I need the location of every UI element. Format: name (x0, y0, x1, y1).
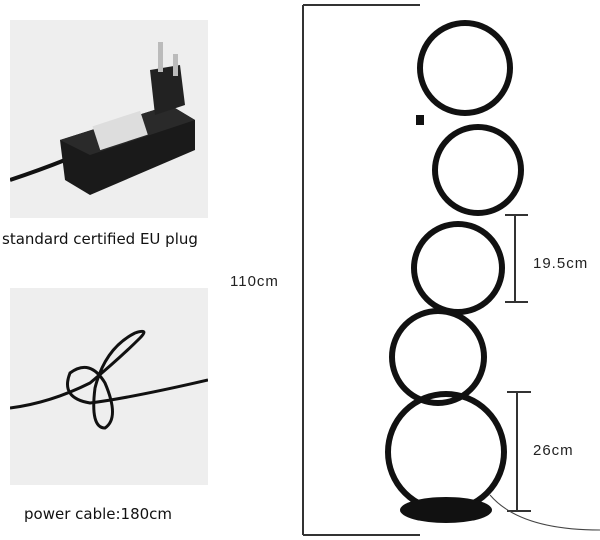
total-height-bracket (302, 4, 420, 536)
lamp-switch-icon (416, 115, 424, 125)
eu-plug-adapter-icon (10, 42, 195, 195)
adapter-caption: standard certified EU plug (2, 230, 198, 248)
bottom-ring-bracket (507, 391, 531, 512)
lamp-ring-1 (417, 20, 513, 116)
cable-caption: power cable:180cm (24, 505, 173, 523)
power-cable-icon (10, 329, 208, 430)
lamp-base (400, 497, 492, 523)
ring-spacing-bracket (505, 214, 528, 303)
bottom-ring-label: 26cm (533, 442, 574, 459)
lamp-ring-3 (411, 221, 505, 315)
lamp-cord (489, 494, 600, 531)
cable-photo (10, 288, 208, 485)
lamp-ring-4 (389, 308, 487, 406)
ring-spacing-label: 19.5cm (533, 255, 589, 272)
lamp-ring-2 (432, 124, 524, 216)
total-height-label: 110cm (230, 273, 279, 290)
adapter-photo (10, 20, 208, 218)
lamp-ring-5 (385, 391, 507, 513)
